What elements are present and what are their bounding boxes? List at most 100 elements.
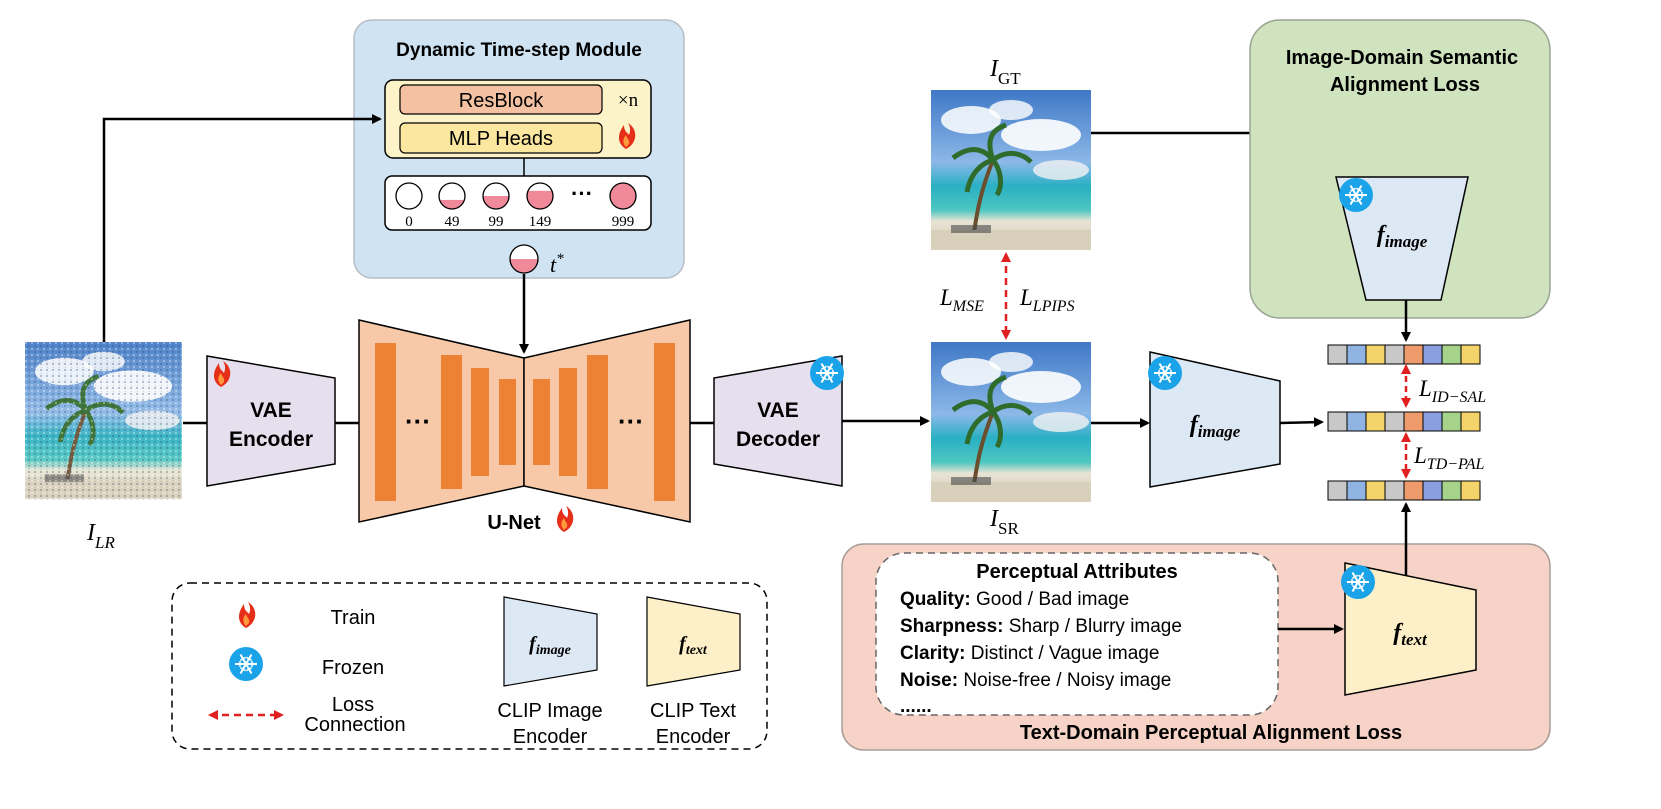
mlp-heads-label: MLP Heads <box>449 128 553 150</box>
legend-image-encoder-label: fimage <box>529 633 571 658</box>
embedding-row <box>1327 344 1481 365</box>
image-encoder-middle-label: fimage <box>1190 412 1241 441</box>
legend-text-encoder-label: ftext <box>679 633 708 658</box>
embedding-token <box>1460 344 1481 365</box>
legend-clip-image-line2: Encoder <box>513 726 588 748</box>
flame-icon <box>557 506 574 532</box>
timestep-circle: 0 <box>395 182 423 230</box>
embedding-row <box>1327 411 1481 432</box>
resblock-label: ResBlock <box>459 90 544 112</box>
embedding-token <box>1346 344 1367 365</box>
snowflake-icon <box>229 647 263 681</box>
legend-loss-line1: Loss <box>332 694 374 716</box>
embedding-token <box>1441 411 1462 432</box>
text-encoder-label: ftext <box>1393 620 1428 649</box>
embedding-token <box>1327 480 1348 501</box>
lr-to-module-arrow <box>102 114 382 342</box>
embedding-token <box>1365 411 1386 432</box>
legend-frozen-label: Frozen <box>322 657 384 679</box>
unet-bar <box>499 379 516 465</box>
td-pal-loss-label: LTD−PAL <box>1413 443 1485 473</box>
mse-loss-label: LMSE <box>939 285 984 315</box>
unet-label: U-Net <box>487 512 541 534</box>
attribute-row: Noise: Noise-free / Noisy image <box>900 670 1171 691</box>
embedding-token <box>1460 480 1481 501</box>
dynamic-module-title: Dynamic Time-step Module <box>396 40 642 61</box>
legend-clip-image-line1: CLIP Image <box>497 700 602 722</box>
image-encoder-top-label: fimage <box>1377 222 1428 251</box>
perceptual-attributes-title: Perceptual Attributes <box>976 561 1178 583</box>
vae-decoder <box>713 355 843 487</box>
image-domain-title-line1: Image-Domain Semantic <box>1286 47 1518 69</box>
legend-clip-text-line1: CLIP Text <box>650 700 736 722</box>
embedding-token <box>1384 480 1405 501</box>
embedding-token <box>1365 344 1386 365</box>
embedding-token <box>1422 411 1443 432</box>
gt-image <box>931 90 1091 250</box>
vae-encoder-line2: Encoder <box>229 428 313 451</box>
snowflake-icon <box>1339 178 1373 212</box>
repeat-label: ×n <box>618 90 639 111</box>
timestep-circle: 49 <box>438 182 466 230</box>
vae-encoder-line1: VAE <box>250 399 292 422</box>
resblock <box>399 84 603 115</box>
embedding-token <box>1384 411 1405 432</box>
unet-bar <box>587 355 608 489</box>
perceptual-attributes-box <box>875 552 1279 716</box>
embedding-token <box>1384 344 1405 365</box>
timestep-ellipsis: ··· <box>571 181 593 206</box>
image-domain-box <box>1249 19 1551 319</box>
flame-icon <box>214 361 231 387</box>
id-sal-loss-label: LID−SAL <box>1418 376 1486 406</box>
embedding-token <box>1422 344 1443 365</box>
t-star-indicator <box>509 244 539 274</box>
attribute-row: Quality: Good / Bad image <box>900 589 1129 610</box>
vae-decoder-line2: Decoder <box>736 428 820 451</box>
unet-bar <box>559 368 577 476</box>
embedding-token <box>1460 411 1481 432</box>
vae-encoder <box>206 355 336 487</box>
timestep-label: 999 <box>612 214 635 230</box>
embedding-token <box>1403 480 1424 501</box>
t-star-label: t* <box>550 251 564 277</box>
unet-ellipsis-left: ··· <box>405 406 431 436</box>
legend-text-encoder <box>646 596 741 687</box>
image-encoder-to-embedding-arrow <box>1279 417 1324 428</box>
snowflake-icon <box>1341 565 1375 599</box>
sr-image <box>931 342 1091 502</box>
lr-image <box>25 342 183 500</box>
flame-icon <box>619 123 636 149</box>
timestep-circle: 149 <box>526 182 554 230</box>
mlp-heads <box>399 122 603 154</box>
embedding-token <box>1327 411 1348 432</box>
embedding-token <box>1346 411 1367 432</box>
timestep-label: 49 <box>445 214 460 230</box>
unet-bar <box>654 343 675 501</box>
perceptual-attributes-more: ...... <box>900 696 932 717</box>
vae-decoder-line1: VAE <box>757 399 799 422</box>
embedding-token <box>1327 344 1348 365</box>
unet-bar <box>471 368 489 476</box>
unet-bar <box>533 379 550 465</box>
legend-box <box>171 582 768 750</box>
attribute-row: Sharpness: Sharp / Blurry image <box>900 616 1182 637</box>
flame-icon <box>239 602 256 628</box>
timestep-label: 149 <box>529 214 552 230</box>
image-encoder-top <box>1335 176 1469 301</box>
timestep-circle: 99 <box>482 182 510 230</box>
legend-loss-line2: Connection <box>304 714 405 736</box>
embedding-token <box>1403 411 1424 432</box>
snowflake-icon <box>1148 356 1182 390</box>
timestep-label: 99 <box>489 214 504 230</box>
embedding-token <box>1365 480 1386 501</box>
embedding-token <box>1441 344 1462 365</box>
embedding-row <box>1327 480 1481 501</box>
timestep-circle: 999 <box>609 182 637 230</box>
image-encoder-middle <box>1149 351 1281 488</box>
gt-label: IGT <box>989 56 1021 88</box>
embedding-token <box>1441 480 1462 501</box>
image-domain-title-line2: Alignment Loss <box>1330 74 1480 96</box>
snowflake-icon <box>810 356 844 390</box>
unet-bar <box>441 355 462 489</box>
